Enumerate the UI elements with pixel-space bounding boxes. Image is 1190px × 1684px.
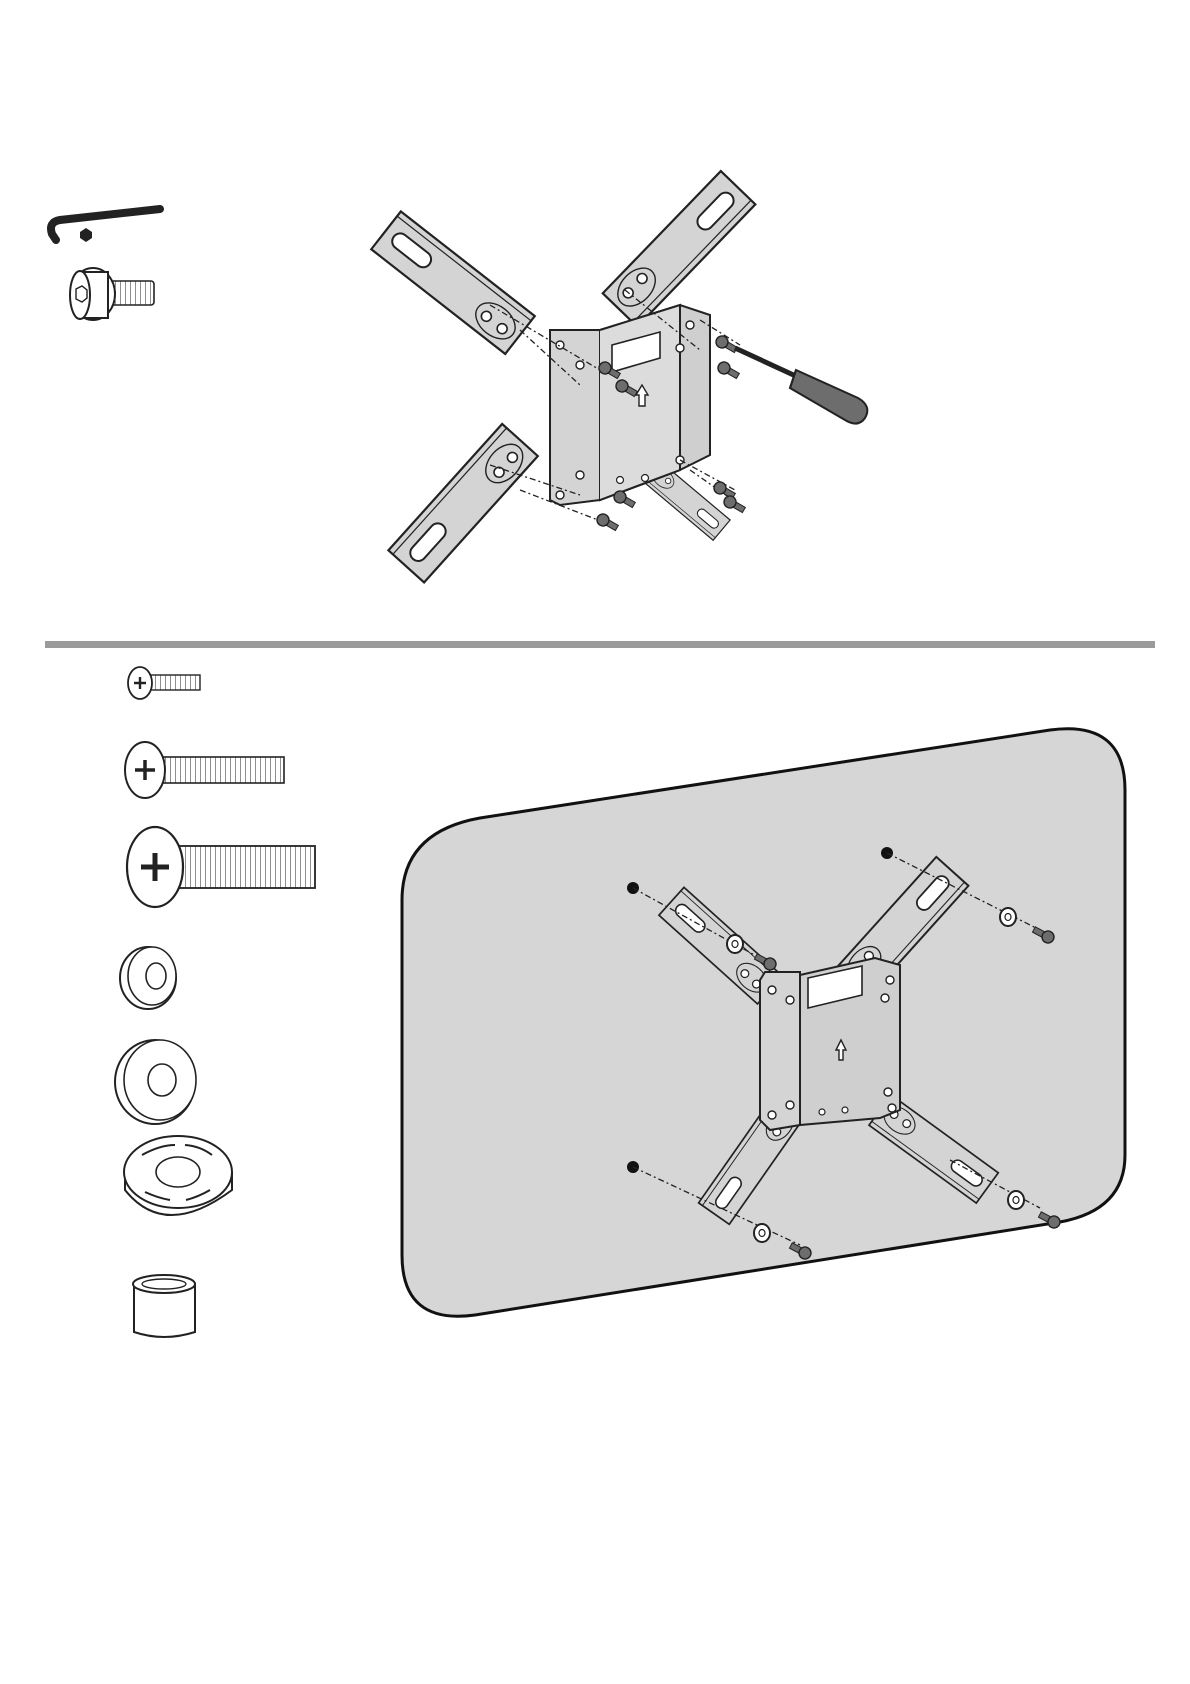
large-washer-icon: [115, 1040, 196, 1124]
step-1-illustration: [371, 171, 867, 582]
socket-cap-bolt-icon: [70, 268, 154, 320]
large-phillips-screw-icon: [127, 827, 315, 907]
arm-upper-right: [603, 171, 756, 327]
wall-plate: [550, 305, 710, 505]
hex-key-icon: [51, 209, 160, 242]
spacer-ring-icon: [124, 1136, 232, 1215]
arm-lower-left: [388, 424, 537, 582]
screwdriver-icon: [735, 348, 867, 424]
wall-plate-2: [760, 958, 900, 1130]
small-washer-icon: [120, 947, 176, 1009]
medium-phillips-screw-icon: [125, 742, 284, 798]
section-divider: [45, 641, 1155, 648]
step-1-hardware: [51, 209, 160, 320]
spacer-sleeve-icon: [133, 1275, 195, 1337]
short-phillips-screw-icon: [128, 667, 200, 699]
step-2-hardware: [115, 667, 315, 1337]
arm-upper-left: [371, 211, 535, 353]
step-2-illustration: [402, 729, 1125, 1317]
